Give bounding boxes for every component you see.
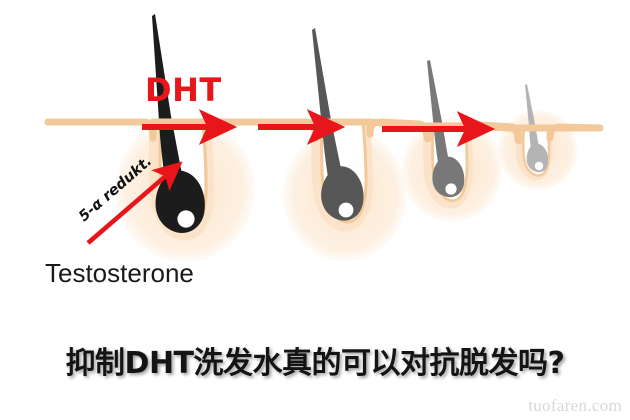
progression-arrows (142, 109, 496, 147)
follicle-2-hair-bulb (321, 166, 364, 221)
skin-seg-1 (44, 118, 157, 142)
hair-follicle-diagram: DHT 5-α redukt. Testosterone (44, 14, 604, 288)
follicle-2-dermal-papilla (338, 202, 354, 218)
follicle-4 (515, 84, 552, 181)
follicle-3-dermal-papilla (445, 183, 457, 195)
follicle-4-dermal-papilla (534, 161, 544, 171)
caption-area: 抑制DHT洗发水真的可以对抗脱发吗? (0, 330, 630, 390)
skin-seg-5 (546, 123, 604, 142)
follicle-1-dermal-papilla (177, 210, 195, 228)
testosterone-label: Testosterone (45, 258, 194, 288)
dht-label: DHT (145, 71, 222, 109)
caption-text: 抑制DHT洗发水真的可以对抗脱发吗? (65, 346, 565, 381)
watermark: tuofaren.com (528, 396, 622, 415)
conversion-arrow (86, 161, 183, 245)
follicle-2 (311, 28, 373, 232)
follicle-3-hair-bulb (432, 156, 465, 198)
